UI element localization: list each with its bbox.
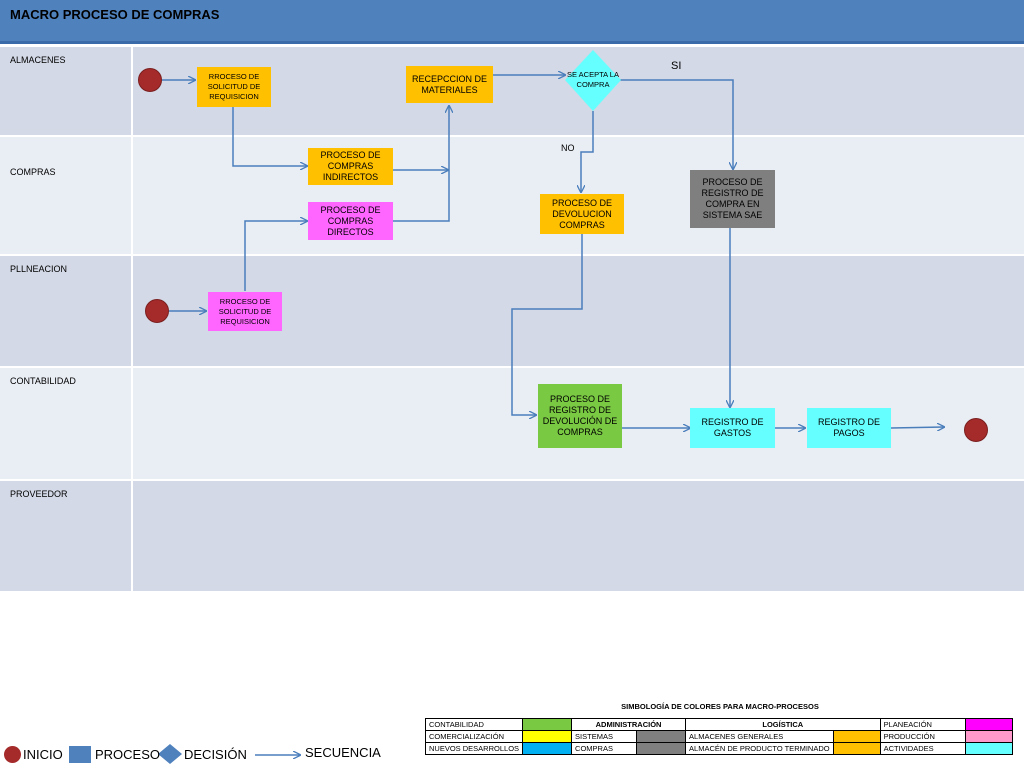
node-registro-sistema-sae: PROCESO DE REGISTRO DE COMPRA EN SISTEMA… [690, 170, 775, 228]
sym-almacenes-generales-swatch [832, 730, 881, 743]
legend-decision-diamond [158, 744, 182, 764]
title-bar: MACRO PROCESO DE COMPRAS [0, 0, 1024, 44]
sym-actividades-swatch [964, 742, 1013, 755]
sym-planeacion: PLANEACIÓN [879, 718, 966, 731]
sym-nuevos-desarrollos: NUEVOS DESARROLLOS [424, 742, 524, 755]
start-circle-almacenes [138, 68, 162, 92]
label-si: SI [671, 60, 682, 72]
sym-sistemas: SISTEMAS [571, 730, 638, 743]
legend-inicio-circle [4, 746, 21, 763]
end-circle [964, 418, 988, 442]
lane-label-compras: COMPRAS [10, 167, 56, 177]
symbology-table: CONTABILIDAD ADMINISTRACIÓN LOGÍSTICA PL… [424, 718, 1013, 755]
sym-compras-swatch [636, 742, 687, 755]
sym-produccion-swatch [964, 730, 1013, 743]
node-solicitud-requisicion-almacen: RROCESO DE SOLICITUD DE REQUISICION [197, 67, 271, 107]
arrow-solicitud2-to-directos [244, 221, 307, 291]
legend-proceso-box [69, 746, 91, 763]
legend-inicio-label: INICIO [23, 747, 63, 762]
legend-secuencia-label: SECUENCIA [305, 745, 381, 760]
start-circle-planeacion [145, 299, 169, 323]
lane-proveedor: PROVEEDOR [0, 481, 1024, 593]
sym-administracion: ADMINISTRACIÓN [571, 718, 687, 731]
lane-label-proveedor: PROVEEDOR [10, 489, 68, 499]
lane-label-planeacion: PLLNEACION [10, 264, 68, 274]
arrow-pagos-to-end [890, 427, 944, 428]
arrow-decision-si [620, 79, 733, 169]
lane-compras: COMPRAS [0, 137, 1024, 256]
sym-actividades: ACTIVIDADES [879, 742, 966, 755]
node-decision-label: SE ACEPTA LA COMPRA [567, 70, 619, 89]
arrow-decision-no [581, 111, 594, 192]
arrow-solicitud-to-indirectos [232, 107, 307, 166]
page-title: MACRO PROCESO DE COMPRAS [10, 7, 220, 22]
sym-contabilidad-swatch [522, 718, 573, 731]
node-compras-indirectos: PROCESO DE COMPRAS INDIRECTOS [308, 148, 393, 185]
symbology-title: SIMBOLOGÍA DE COLORES PARA MACRO-PROCESO… [621, 702, 819, 711]
node-registro-gastos: REGISTRO DE GASTOS [690, 408, 775, 448]
sym-contabilidad: CONTABILIDAD [424, 718, 524, 731]
arrow-devolucion-to-registro [511, 234, 583, 415]
node-registro-devolucion-compras: PROCESO DE REGISTRO DE DEVOLUCIÓN DE COM… [538, 384, 622, 448]
sym-almacen-producto-terminado-swatch [832, 742, 881, 755]
sym-sistemas-swatch [636, 730, 687, 743]
sym-nuevos-desarrollos-swatch [522, 742, 573, 755]
node-solicitud-requisicion-planeacion: RROCESO DE SOLICITUD DE REQUISICION [208, 292, 282, 331]
legend-decision-label: DECISIÓN [184, 747, 247, 762]
decision-diamond [565, 50, 621, 111]
lane-label-almacenes: ALMACENES [10, 55, 66, 65]
lane-almacenes: ALMACENES [0, 47, 1024, 137]
sym-comercializacion: COMERCIALIZACIÓN [424, 730, 524, 743]
lane-label-contabilidad: CONTABILIDAD [10, 376, 76, 386]
legend-proceso-label: PROCESO [95, 747, 161, 762]
sym-produccion: PRODUCCIÓN [879, 730, 966, 743]
sym-logistica: LOGÍSTICA [685, 718, 881, 731]
label-no: NO [561, 143, 575, 153]
sym-almacenes-generales: ALMACENES GENERALES [685, 730, 834, 743]
node-compras-directos: PROCESO DE COMPRAS DIRECTOS [308, 202, 393, 240]
arrow-directos-to-recepcion [393, 106, 449, 222]
node-registro-pagos: REGISTRO DE PAGOS [807, 408, 891, 448]
node-devolucion-compras: PROCESO DE DEVOLUCION COMPRAS [540, 194, 624, 234]
sym-planeacion-swatch [964, 718, 1013, 731]
sym-comercializacion-swatch [522, 730, 573, 743]
node-recepcion-materiales: RECEPCCION DE MATERIALES [406, 66, 493, 103]
sym-compras: COMPRAS [571, 742, 638, 755]
sym-almacen-producto-terminado: ALMACÉN DE PRODUCTO TERMINADO [685, 742, 834, 755]
